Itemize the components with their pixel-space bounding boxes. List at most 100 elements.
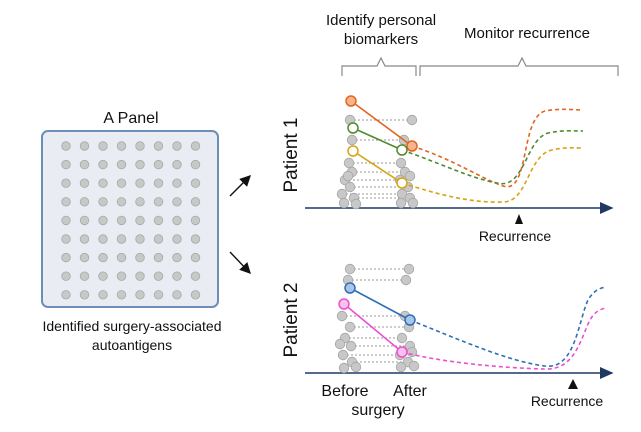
panel-dot [79, 290, 90, 300]
gray-marker [407, 197, 419, 209]
panel-dot [61, 178, 71, 188]
arrow-to-patient1 [229, 175, 251, 197]
panel-dot [116, 252, 127, 263]
p1-green-line [352, 127, 403, 151]
p1-yellow-curve [401, 147, 584, 203]
panel-dot [153, 178, 164, 188]
gray-marker [395, 157, 407, 169]
after-label: After [393, 383, 427, 400]
p2-blue-line [349, 287, 411, 321]
panel-dot [116, 159, 127, 170]
panel-dot [61, 159, 71, 170]
gray-marker [336, 310, 348, 322]
before-label: Before [321, 383, 368, 400]
gray-marker [337, 349, 349, 361]
gray-marker [406, 114, 418, 126]
gray-marker [408, 360, 420, 372]
p2-blue-before-marker [344, 282, 356, 294]
panel-dot [190, 252, 201, 263]
gray-marker [334, 338, 346, 350]
panel-dot [172, 290, 182, 300]
panel-dot [79, 178, 90, 188]
panel-dot [153, 159, 164, 170]
panel-dot [98, 141, 108, 151]
p2-blue-curve [409, 286, 607, 367]
panel-dot [190, 215, 201, 226]
p1-yellow-before-marker [347, 145, 359, 157]
panel-dot [135, 215, 145, 226]
panel-dot [116, 290, 127, 300]
panel-dot [172, 178, 182, 188]
p2-pink-after-marker [396, 346, 408, 358]
panel-caption-line1: Identified surgery-associated [43, 318, 222, 334]
gray-marker [338, 362, 350, 374]
patient1-label: Patient 1 [281, 118, 302, 193]
panel-dot [79, 234, 90, 244]
gray-marker [403, 263, 415, 275]
panel-title: A Panel [103, 110, 158, 127]
panel-dot-grid [61, 141, 201, 300]
panel-dot [190, 234, 201, 244]
panel-dot [172, 271, 182, 281]
panel-dot [135, 252, 145, 263]
p1-green-after-marker [396, 144, 408, 156]
panel-dot [61, 290, 71, 300]
panel-dot [61, 234, 71, 244]
gray-marker [404, 170, 416, 182]
p1-recurrence-label: Recurrence [479, 228, 552, 244]
panel-dot [135, 271, 145, 281]
panel-dot [79, 159, 90, 170]
gray-marker [400, 274, 412, 286]
patient2-label: Patient 2 [281, 283, 302, 358]
panel-dot [116, 197, 127, 207]
gray-marker [338, 197, 350, 209]
gray-marker [344, 181, 356, 193]
p2-blue-after-marker [404, 314, 416, 326]
gray-marker [342, 170, 354, 182]
panel-dot [172, 215, 182, 226]
gray-marker [350, 361, 362, 373]
gray-marker [396, 332, 408, 344]
phase1-bracket [341, 56, 417, 76]
panel-dot [190, 197, 201, 207]
p1-orange-after-marker [406, 140, 418, 152]
p1-orange-curve [411, 108, 584, 188]
gray-marker [343, 157, 355, 169]
panel-dot [153, 271, 164, 281]
panel-dot [172, 141, 182, 151]
panel-dot [98, 290, 108, 300]
p1-yellow-after-marker [396, 177, 408, 189]
gray-marker [406, 346, 418, 358]
panel-dot [190, 141, 201, 151]
panel-dot [172, 197, 182, 207]
gray-marker [346, 134, 358, 146]
p1-orange-line [350, 100, 413, 147]
panel-dot [98, 215, 108, 226]
p2-recurrence-triangle [568, 379, 578, 389]
panel-dot [135, 178, 145, 188]
panel-dot [190, 290, 201, 300]
panel-dot [98, 252, 108, 263]
panel-dot [153, 197, 164, 207]
phase2-bracket [419, 56, 619, 76]
panel-dot [116, 178, 127, 188]
panel-dot [135, 197, 145, 207]
p1-green-curve [401, 130, 584, 185]
gray-marker [395, 197, 407, 209]
panel-dot [116, 234, 127, 244]
phase1-title-line2: biomarkers [344, 31, 418, 48]
panel-box [41, 130, 219, 308]
arrow-to-patient2 [229, 251, 251, 275]
gray-marker [336, 188, 348, 200]
panel-dot [172, 234, 182, 244]
panel-dot [61, 197, 71, 207]
panel-dot [61, 271, 71, 281]
p1-recurrence-triangle [515, 214, 523, 224]
gray-marker [344, 321, 356, 333]
panel-dot [135, 234, 145, 244]
gray-marker [350, 198, 362, 210]
p1-yellow-line [352, 150, 403, 184]
p2-pink-before-marker [338, 298, 350, 310]
panel-dot [153, 252, 164, 263]
